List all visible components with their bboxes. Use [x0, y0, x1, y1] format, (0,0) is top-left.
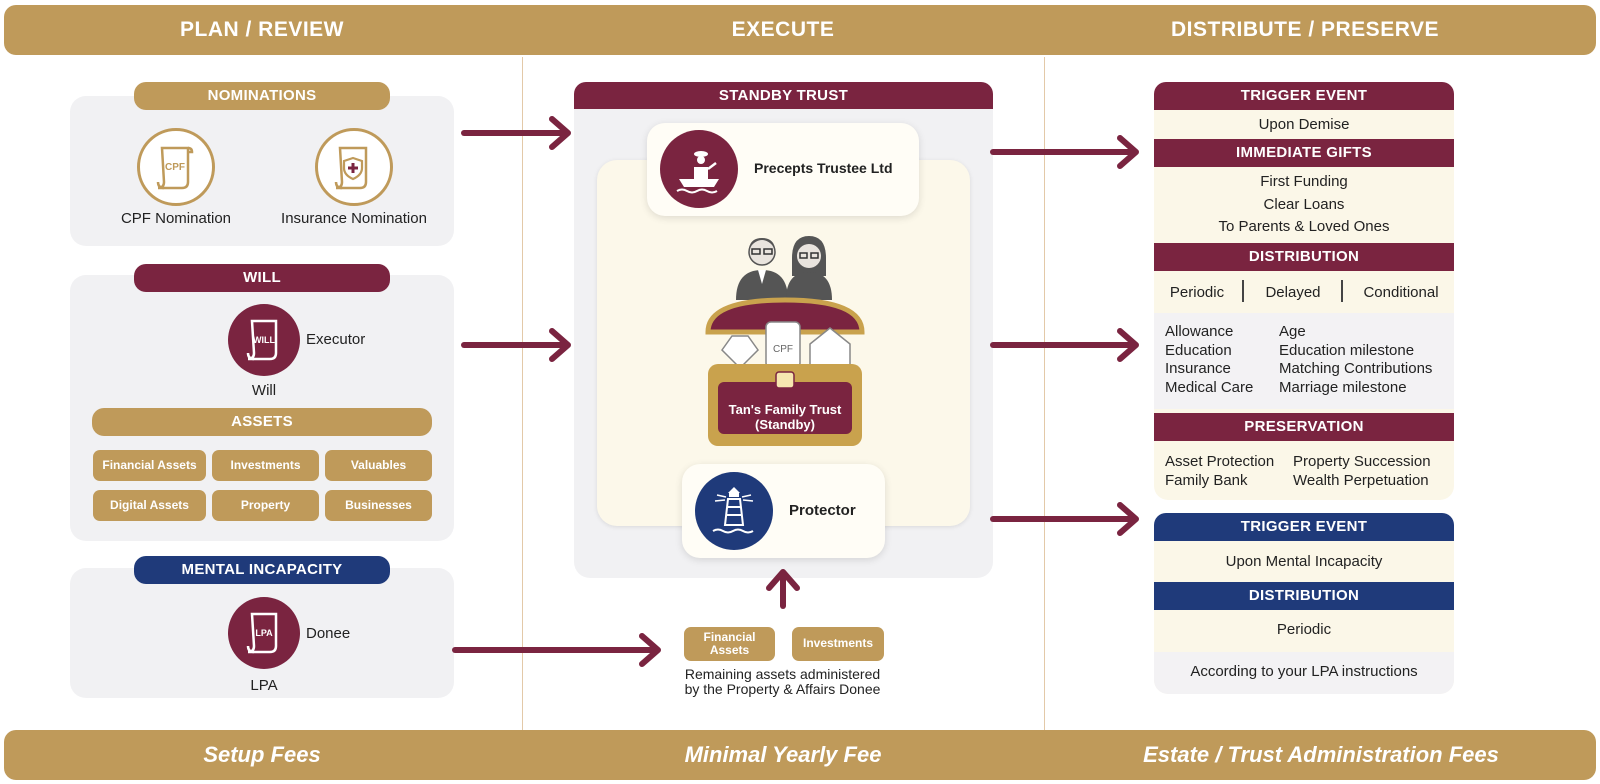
condition-item: Insurance: [1165, 360, 1231, 377]
standby-trust-title: STANDBY TRUST: [574, 82, 993, 109]
will-scroll-icon: WILL: [228, 304, 300, 376]
lock-icon: [775, 371, 795, 389]
distribution-right-list: Age Education milestone Matching Contrib…: [1279, 323, 1432, 397]
lighthouse-icon: [695, 472, 773, 550]
cpf-icon-text: CPF: [165, 162, 185, 173]
condition-item: Medical Care: [1165, 378, 1254, 396]
trustee-label: Precepts Trustee Ltd: [754, 160, 893, 176]
family-trust-illustration: CPF: [700, 232, 870, 452]
insurance-nomination-label: Insurance Nomination: [281, 210, 427, 227]
preservation-item: Family Bank: [1165, 472, 1248, 489]
mental-incapacity-title: MENTAL INCAPACITY: [134, 556, 390, 584]
will-title: WILL: [134, 264, 390, 292]
preservation-left-list: Asset Protection Family Bank: [1165, 452, 1274, 490]
will-icon-text: WILL: [253, 335, 275, 345]
insurance-scroll-icon: [315, 128, 393, 206]
distribution-type: Conditional: [1363, 284, 1439, 301]
footer-bar: [4, 730, 1596, 780]
cpf-scroll-icon: CPF: [137, 128, 215, 206]
condition-item: Education milestone: [1279, 341, 1415, 359]
header-distribute-preserve: DISTRIBUTE / PRESERVE: [1171, 18, 1439, 41]
nominations-title: NOMINATIONS: [134, 82, 390, 110]
donee-label: Donee: [306, 625, 351, 642]
distribution-title-2: DISTRIBUTION: [1154, 582, 1454, 610]
woman-icon: [786, 236, 832, 300]
trigger-event-title: TRIGGER EVENT: [1154, 82, 1454, 110]
gift-item: First Funding: [1260, 173, 1348, 190]
asset-chip: Businesses: [325, 490, 432, 521]
chest-label: Tan's Family Trust (Standby): [715, 402, 855, 432]
man-icon: [736, 238, 788, 300]
condition-item: Education: [1165, 341, 1232, 359]
preservation-title: PRESERVATION: [1154, 413, 1454, 441]
divider: [1341, 280, 1343, 302]
lpa-instructions: According to your LPA instructions: [1190, 663, 1418, 680]
protector-label: Protector: [789, 502, 856, 519]
column-divider: [1044, 57, 1045, 730]
lpa-icon-text: LPA: [255, 628, 273, 638]
condition-item: Age: [1279, 323, 1306, 340]
captain-ship-icon: [660, 130, 738, 208]
remaining-asset-chip: Financial Assets: [684, 627, 775, 661]
assets-title: ASSETS: [92, 408, 432, 436]
preservation-item: Wealth Perpetuation: [1293, 472, 1429, 489]
chest-cpf-text: CPF: [773, 344, 793, 355]
gift-item: Clear Loans: [1263, 196, 1345, 213]
header-plan-review: PLAN / REVIEW: [179, 18, 344, 41]
asset-chip: Investments: [212, 450, 319, 481]
immediate-gifts-title: IMMEDIATE GIFTS: [1154, 139, 1454, 167]
distribution-periodic: Periodic: [1276, 621, 1332, 638]
footer-admin-fees: Estate / Trust Administration Fees: [1143, 742, 1499, 767]
asset-chip: Financial Assets: [93, 450, 206, 481]
remaining-assets-note: Remaining assets administered by the Pro…: [650, 667, 915, 697]
condition-item: Marriage milestone: [1279, 378, 1407, 396]
preservation-item: Asset Protection: [1165, 453, 1275, 470]
remaining-asset-chip: Investments: [792, 627, 884, 661]
header-bar: [4, 5, 1596, 55]
cpf-nomination-label: CPF Nomination: [120, 210, 232, 227]
gift-item: To Parents & Loved Ones: [1218, 218, 1390, 235]
distribution-left-list: Allowance Education Insurance Medical Ca…: [1165, 323, 1253, 397]
lpa-instructions-panel: [1154, 652, 1454, 694]
distribution-title: DISTRIBUTION: [1154, 243, 1454, 271]
trigger-event-title-2: TRIGGER EVENT: [1154, 513, 1454, 541]
trigger-event-demise: Upon Demise: [1258, 116, 1350, 133]
footer-setup-fees: Setup Fees: [203, 742, 321, 767]
lpa-label: LPA: [250, 677, 278, 694]
asset-chip: Valuables: [325, 450, 432, 481]
will-label: Will: [251, 382, 277, 399]
preservation-right-list: Property Succession Wealth Perpetuation: [1293, 452, 1431, 490]
column-divider: [522, 57, 523, 730]
preservation-item: Property Succession: [1293, 453, 1431, 470]
remaining-note-line1: Remaining assets administered: [684, 666, 881, 682]
chest-label-line1: Tan's Family Trust: [728, 402, 842, 417]
distribution-type: Periodic: [1169, 284, 1225, 301]
header-execute: EXECUTE: [731, 18, 835, 41]
asset-chip: Property: [212, 490, 319, 521]
distribution-conditions-panel: [1154, 313, 1454, 409]
footer-yearly-fee: Minimal Yearly Fee: [684, 742, 882, 767]
remaining-note-line2: by the Property & Affairs Donee: [684, 681, 881, 697]
divider: [1242, 280, 1244, 302]
chest-label-line2: (Standby): [755, 417, 815, 432]
asset-chip: Digital Assets: [93, 490, 206, 521]
lpa-scroll-icon: LPA: [228, 597, 300, 669]
trigger-event-incapacity: Upon Mental Incapacity: [1225, 553, 1383, 570]
condition-item: Matching Contributions: [1279, 360, 1433, 377]
distribution-type: Delayed: [1265, 284, 1321, 301]
executor-label: Executor: [306, 331, 366, 348]
condition-item: Allowance: [1165, 323, 1234, 340]
